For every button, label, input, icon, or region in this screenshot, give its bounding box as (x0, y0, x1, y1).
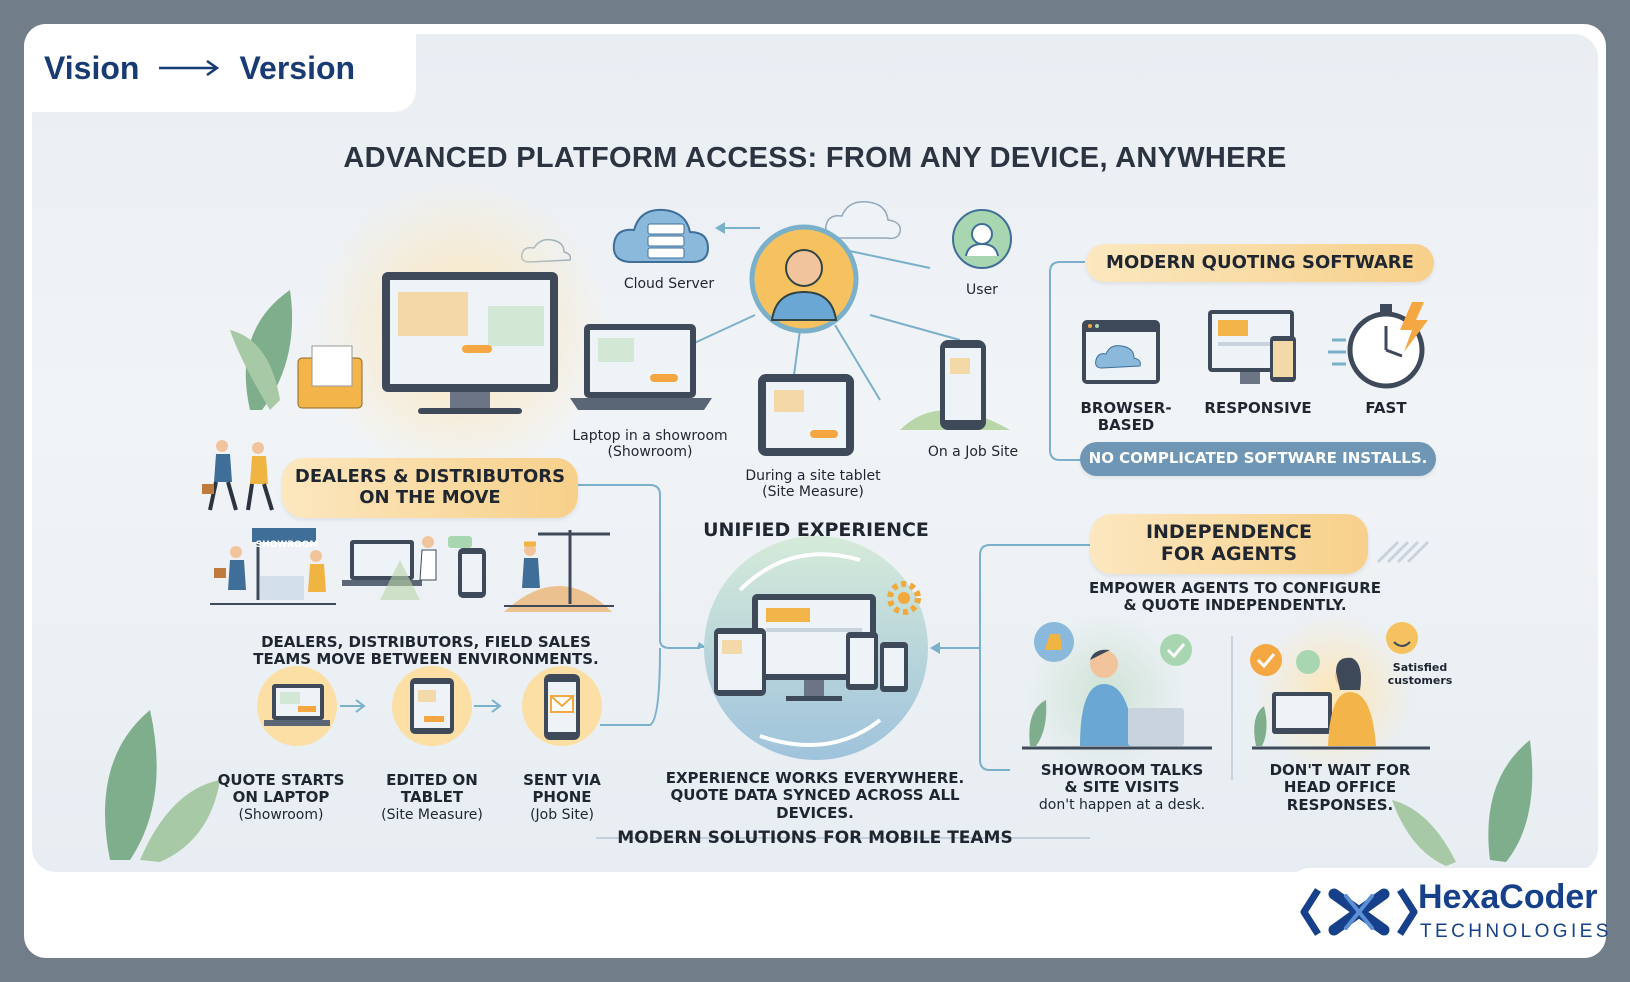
agents-right-caption: DON'T WAIT FOR HEAD OFFICE RESPONSES. (1258, 761, 1422, 814)
flow-step-2-line1: EDITED ON (386, 771, 478, 789)
dealers-caption-line2: TEAMS MOVE BETWEEN ENVIRONMENTS. (253, 650, 599, 669)
agents-right-line1: DON'T WAIT FOR (1269, 761, 1411, 779)
dealers-caption-line1: DEALERS, DISTRIBUTORS, FIELD SALES (261, 633, 591, 651)
agents-caption-line2: & QUOTE INDEPENDENTLY. (1123, 596, 1347, 615)
no-installs-note: NO COMPLICATED SOFTWARE INSTALLS. (1080, 442, 1436, 476)
version-label: Version (239, 49, 356, 86)
agents-left-line2: & SITE VISITS (1064, 778, 1180, 797)
flow-step-1: QUOTE STARTS ON LAPTOP (Showroom) (214, 771, 348, 823)
quoting-heading: MODERN QUOTING SOFTWARE (1086, 244, 1434, 282)
satisfied-line1: Satisfied (1392, 661, 1448, 674)
showroom-sign: SHOWROOM (255, 540, 319, 550)
laptop-caption-line1: Laptop in a showroom (572, 428, 728, 444)
satisfied-customers-label: Satisfied customers (1380, 661, 1460, 687)
agents-caption: EMPOWER AGENTS TO CONFIGURE & QUOTE INDE… (1084, 579, 1386, 615)
feature-fast: FAST (1365, 399, 1407, 417)
agents-heading-line1: INDEPENDENCE (1145, 521, 1313, 544)
agents-left-sub: don't happen at a desk. (1038, 796, 1206, 813)
brand-tagline: TECHNOLOGIES (1420, 921, 1612, 942)
arrow-right-icon (159, 59, 220, 77)
agents-caption-line1: EMPOWER AGENTS TO CONFIGURE (1088, 579, 1382, 597)
dealers-heading-line1: DEALERS & DISTRIBUTORS (294, 466, 566, 488)
unified-caption-line2: QUOTE DATA SYNCED ACROSS ALL DEVICES. (670, 786, 960, 822)
agents-left-line1: SHOWROOM TALKS (1040, 761, 1204, 779)
tablet-caption-line1: During a site tablet (745, 468, 881, 484)
agents-right-line3: RESPONSES. (1286, 795, 1394, 814)
vision-version-tab: Vision Version (24, 24, 416, 112)
unified-footer: MODERN SOLUTIONS FOR MOBILE TEAMS (617, 828, 1013, 848)
hexacoder-logo: HexaCoder TECHNOLOGIES (1288, 868, 1608, 958)
hexacoder-logo-icon (1300, 888, 1418, 936)
dealers-caption: DEALERS, DISTRIBUTORS, FIELD SALES TEAMS… (236, 633, 616, 669)
feature-browser-based: BROWSER-BASED (1080, 399, 1172, 435)
flow-step-3: SENT VIA PHONE (Job Site) (506, 771, 618, 823)
vision-label: Vision (44, 49, 140, 86)
unified-caption: EXPERIENCE WORKS EVERYWHERE. QUOTE DATA … (640, 769, 990, 822)
agents-left-caption: SHOWROOM TALKS & SITE VISITS don't happe… (1030, 761, 1214, 813)
satisfied-line2: customers (1387, 673, 1453, 687)
feature-responsive: RESPONSIVE (1204, 399, 1312, 417)
cloud-server-label: Cloud Server (623, 276, 715, 292)
tablet-caption: During a site tablet (Site Measure) (730, 468, 896, 500)
laptop-caption-line2: (Showroom) (607, 444, 693, 461)
flow-step-3-sub: (Job Site) (530, 806, 594, 823)
dealers-heading-line2: ON THE MOVE (359, 487, 501, 508)
phone-caption: On a Job Site (927, 444, 1019, 460)
unified-caption-line1: EXPERIENCE WORKS EVERYWHERE. (665, 769, 965, 787)
user-label: User (966, 282, 998, 298)
page-title: ADVANCED PLATFORM ACCESS: FROM ANY DEVIC… (343, 142, 1287, 174)
flow-step-1-line1: QUOTE STARTS (217, 771, 345, 789)
flow-step-3-line2: PHONE (532, 788, 592, 807)
tablet-caption-line2: (Site Measure) (762, 484, 864, 501)
flow-step-3-line1: SENT VIA (523, 771, 601, 789)
unified-heading: UNIFIED EXPERIENCE (703, 519, 929, 541)
agents-right-line2: HEAD OFFICE (1283, 778, 1397, 797)
agents-heading-line2: FOR AGENTS (1160, 543, 1298, 565)
flow-step-2-line2: TABLET (400, 788, 464, 807)
flow-step-2-sub: (Site Measure) (381, 806, 483, 823)
brand-name: HexaCoder (1418, 878, 1598, 916)
flow-step-1-sub: (Showroom) (238, 806, 324, 823)
laptop-caption: Laptop in a showroom (Showroom) (560, 428, 740, 460)
flow-step-2: EDITED ON TABLET (Site Measure) (364, 771, 500, 823)
flow-step-1-line2: ON LAPTOP (232, 788, 330, 807)
